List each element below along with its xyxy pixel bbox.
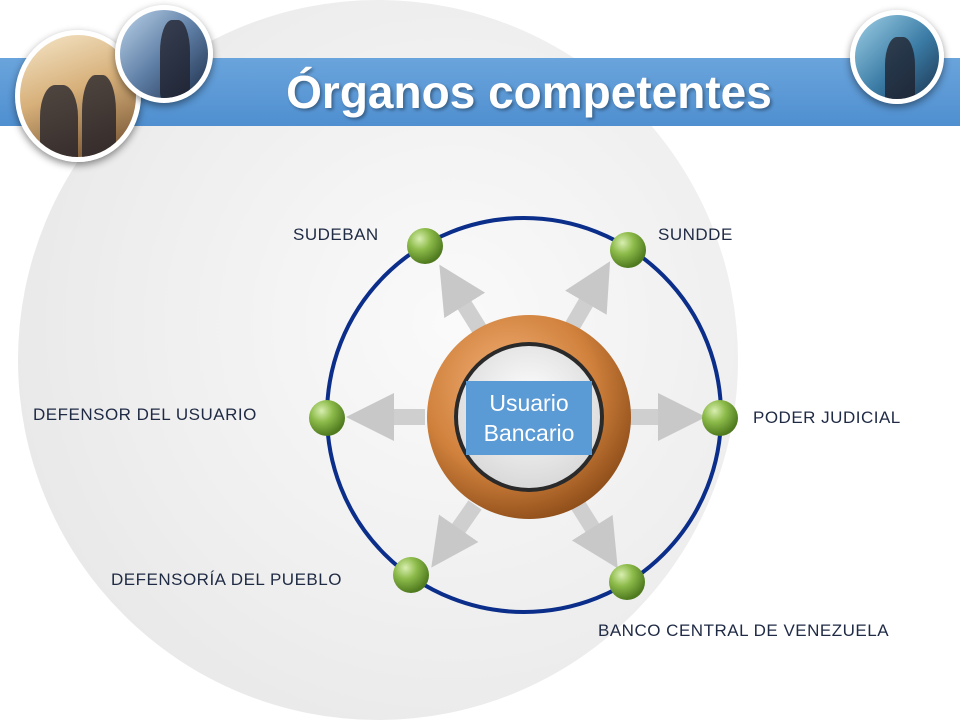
label-defensoria-pueblo: DEFENSORÍA DEL PUEBLO bbox=[111, 570, 342, 589]
arrow-defensoria-pueblo bbox=[431, 500, 482, 568]
node-sundde bbox=[610, 232, 646, 268]
arrow-sundde bbox=[563, 261, 611, 335]
label-poder-judicial: PODER JUDICIAL bbox=[753, 408, 901, 427]
center-label-line1: Usuario bbox=[489, 390, 569, 416]
arrow-sudeban bbox=[439, 264, 487, 335]
page-title: Órganos competentes bbox=[286, 66, 772, 118]
photo-handshake bbox=[115, 5, 213, 103]
node-defensor-usuario bbox=[309, 400, 345, 436]
center-label-line2: Bancario bbox=[483, 420, 575, 446]
arrow-banco-central bbox=[571, 500, 618, 569]
label-banco-central: BANCO CENTRAL DE VENEZUELA bbox=[598, 621, 890, 640]
node-defensoria-pueblo bbox=[393, 557, 429, 593]
photo-businessman bbox=[850, 10, 944, 104]
center-label-box: Usuario Bancario bbox=[466, 381, 592, 455]
label-sundde: SUNDDE bbox=[658, 225, 733, 244]
node-sudeban bbox=[407, 228, 443, 264]
nodes bbox=[309, 228, 738, 600]
node-banco-central bbox=[609, 564, 645, 600]
label-defensor-usuario: DEFENSOR DEL USUARIO bbox=[33, 405, 257, 424]
node-poder-judicial bbox=[702, 400, 738, 436]
label-sudeban: SUDEBAN bbox=[293, 225, 379, 244]
